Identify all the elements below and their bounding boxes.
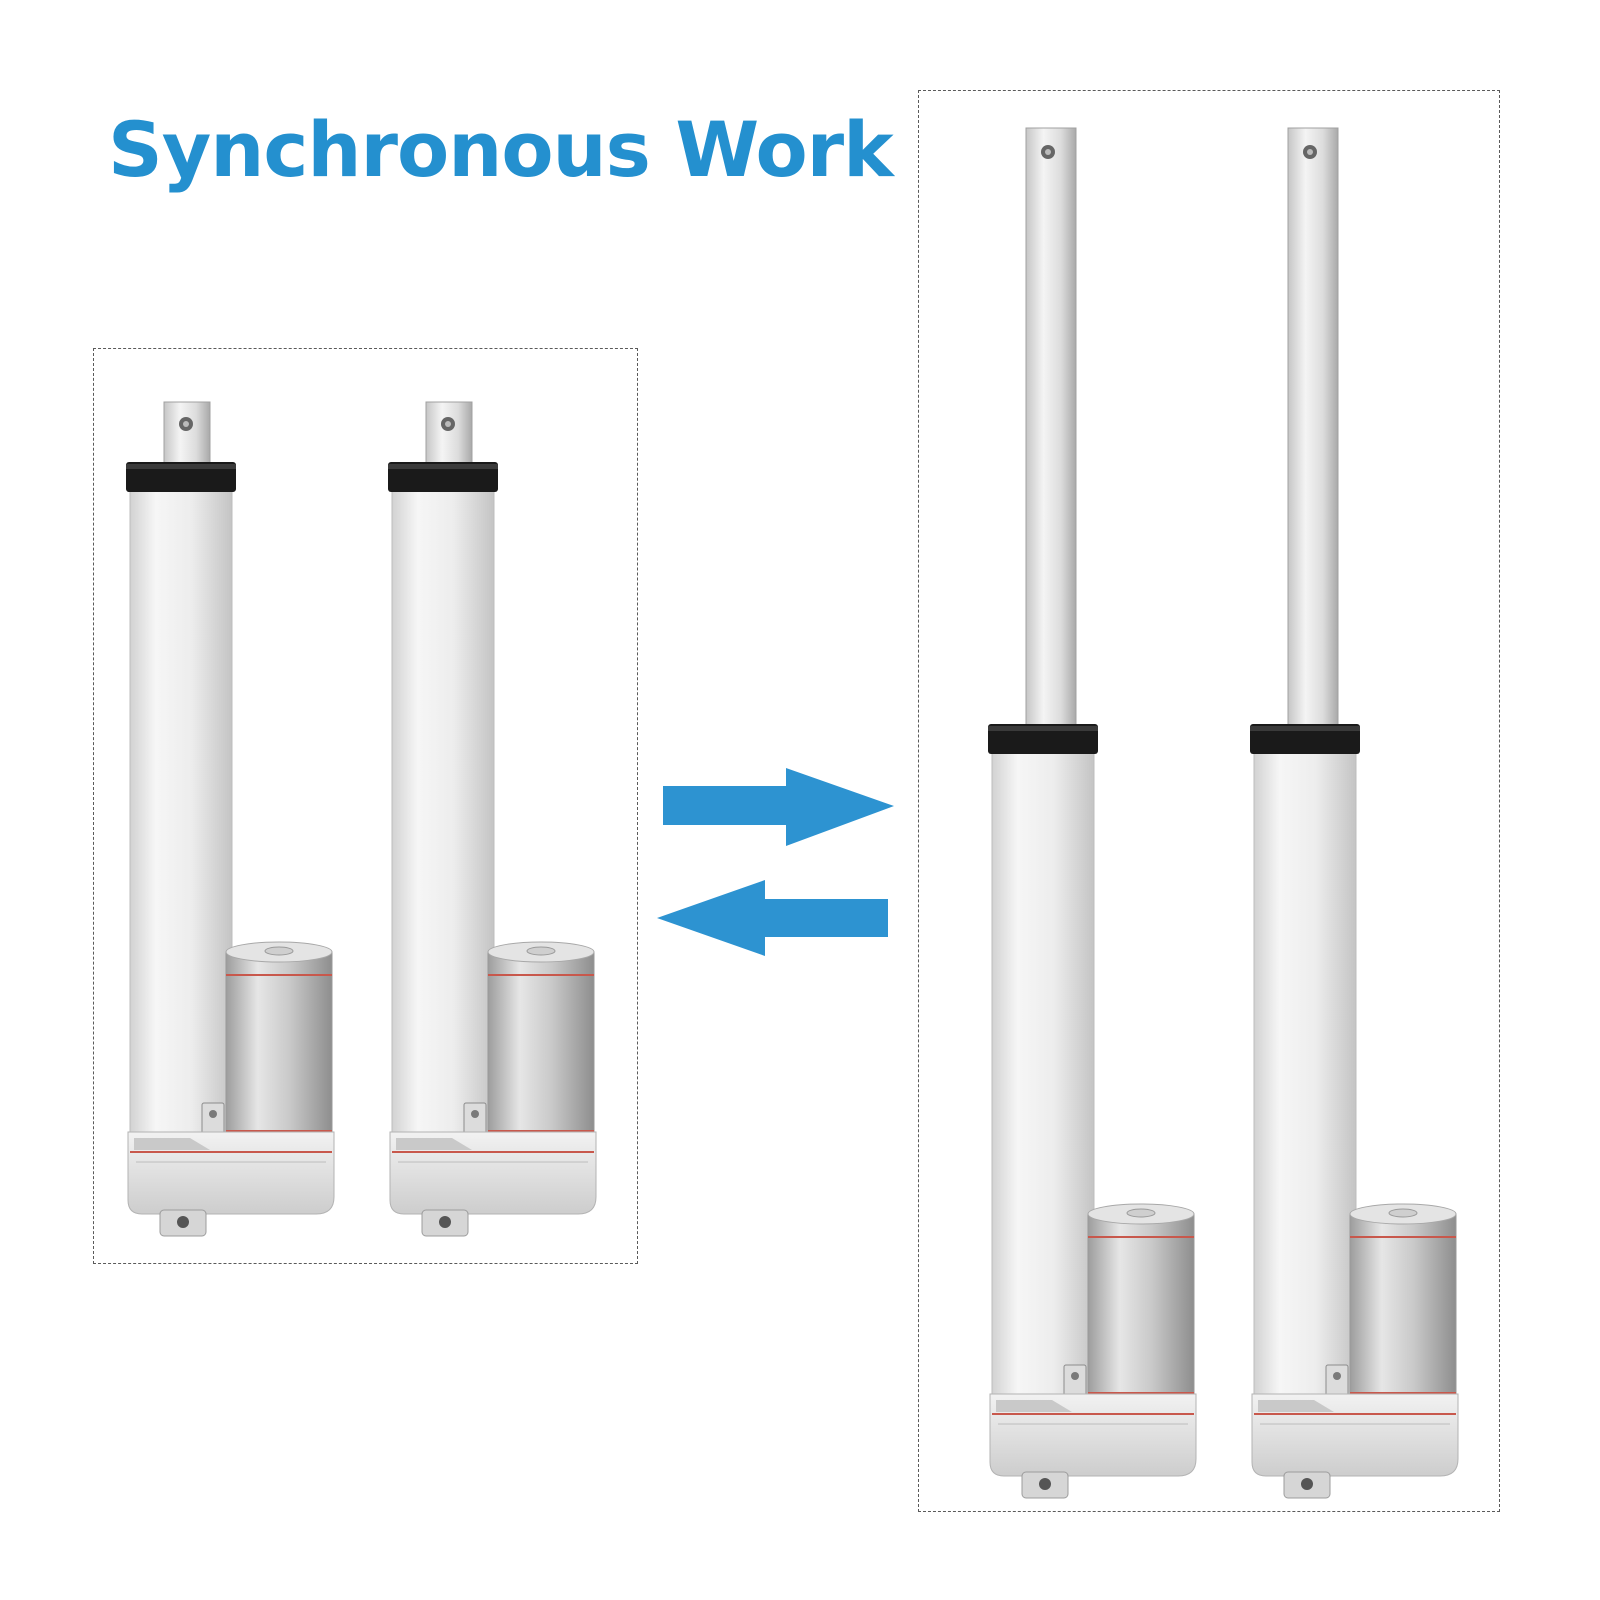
arrow-right-icon [663, 768, 894, 846]
retracted-actuators-frame [93, 348, 638, 1264]
extended-actuator-2 [1249, 127, 1459, 1499]
retracted-actuator-1 [125, 401, 335, 1237]
extended-actuators-frame [918, 90, 1500, 1512]
retracted-actuator-2 [387, 401, 597, 1237]
arrow-left-icon [657, 880, 888, 956]
extended-actuator-1 [987, 127, 1197, 1499]
page-title: Synchronous Work [108, 105, 894, 194]
